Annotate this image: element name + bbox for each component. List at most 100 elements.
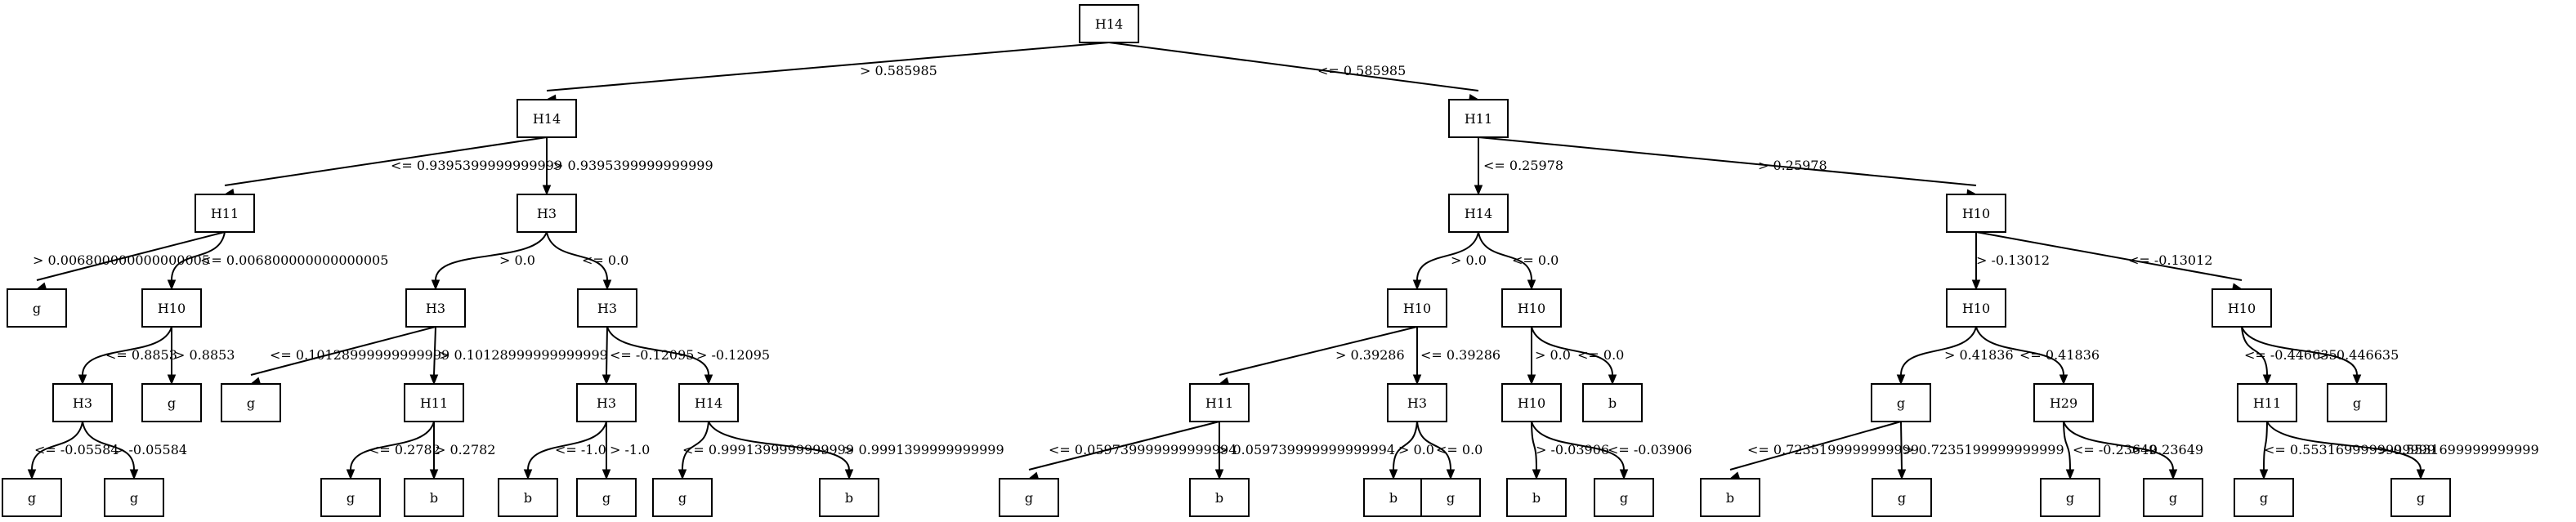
tree-node-box (819, 478, 879, 517)
tree-node: b (1189, 478, 1250, 517)
tree-node-box (517, 194, 577, 233)
tree-node-box (1946, 194, 2006, 233)
tree-node-box (1582, 383, 1643, 422)
arrow-head-icon (167, 279, 177, 291)
tree-edge (1108, 42, 1480, 103)
tree-node: H3 (1387, 383, 1447, 422)
tree-node-box (1387, 383, 1447, 422)
tree-node: H10 (141, 288, 202, 328)
arrow-head-icon (346, 469, 356, 480)
tree-node-label: H11 (211, 206, 239, 221)
edge-line (1478, 136, 1977, 186)
tree-node-label: g (602, 490, 610, 506)
tree-edge (542, 137, 552, 196)
edge-condition-label: > 0.8853 (174, 347, 235, 363)
tree-node: H3 (405, 288, 466, 328)
edge-line (1975, 326, 2064, 376)
tree-node: b (498, 478, 558, 517)
arrow-head-icon (429, 469, 439, 480)
tree-node-box (141, 383, 202, 422)
tree-node-box (577, 288, 637, 328)
tree-node: g (104, 478, 164, 517)
tree-edge (1478, 231, 1536, 291)
edge-line (1531, 326, 1613, 376)
tree-node: b (1700, 478, 1760, 517)
tree-node-box (652, 478, 713, 517)
tree-node-label: b (1532, 490, 1541, 506)
tree-node: g (2234, 478, 2294, 517)
edge-line (1900, 326, 1977, 376)
tree-node-box (1448, 194, 1509, 233)
edge-line (171, 231, 226, 281)
edge-line (1028, 421, 1220, 471)
tree-node-label: H29 (2050, 395, 2077, 411)
tree-node-label: H11 (2253, 395, 2281, 411)
edge-condition-label: <= 0.059739999999999994 (1049, 442, 1237, 457)
arrow-head-icon (1608, 374, 1617, 386)
tree-edge (78, 326, 172, 386)
tree-node-label: g (1897, 395, 1905, 411)
edge-condition-label: > 0.2782 (435, 442, 495, 457)
edge-line (2266, 421, 2422, 471)
tree-node: H10 (1946, 288, 2006, 328)
tree-node-box (1871, 383, 1931, 422)
arrow-head-icon (1532, 469, 1541, 480)
tree-node-box (2143, 478, 2203, 517)
tree-node-label: g (33, 301, 41, 316)
edge-condition-label: > -0.03906 (1536, 442, 1609, 457)
edge-condition-label: <= 0.0 (1436, 442, 1483, 457)
tree-edge (1531, 421, 1629, 480)
arrow-head-icon (167, 374, 177, 386)
tree-node-box (2212, 288, 2272, 328)
tree-node-label: b (1608, 395, 1617, 411)
tree-node: b (404, 478, 464, 517)
edge-condition-label: <= -1.0 (555, 442, 606, 457)
tree-node: H29 (2033, 383, 2094, 422)
edge-line (2241, 326, 2358, 376)
tree-node-label: H10 (2228, 301, 2256, 316)
tree-node-box (576, 383, 637, 422)
arrow-head-icon (429, 374, 439, 386)
arrow-head-icon (2352, 374, 2362, 386)
tree-edge (82, 421, 139, 480)
tree-node: H10 (1946, 194, 2006, 233)
tree-node: H3 (517, 194, 577, 233)
tree-node-label: g (2353, 395, 2361, 411)
edge-line (82, 421, 135, 471)
tree-edge (431, 231, 548, 291)
tree-node: g (320, 478, 381, 517)
tree-edge (1975, 326, 2068, 386)
tree-node-box (678, 383, 739, 422)
tree-node-label: b (845, 490, 853, 506)
tree-node-label: H10 (1518, 301, 1545, 316)
tree-edge (708, 421, 854, 480)
edge-condition-label: <= 0.9395399999999999 (391, 158, 562, 173)
tree-node: H10 (2212, 288, 2272, 328)
edge-line (606, 326, 608, 376)
edge-condition-label: > 0.006800000000000005 (33, 252, 210, 268)
edge-condition-label: <= -0.05584 (34, 442, 119, 457)
tree-edge (602, 422, 611, 480)
tree-edge (2259, 421, 2269, 480)
arrow-head-icon (602, 469, 611, 480)
tree-node-box (1387, 288, 1447, 328)
tree-node: H14 (1079, 4, 1139, 43)
tree-node: g (1594, 478, 1654, 517)
tree-node: g (221, 383, 281, 422)
tree-edge (2063, 421, 2075, 480)
edge-line (1478, 231, 1532, 281)
arrow-head-icon (2168, 469, 2178, 480)
tree-edge (545, 42, 1110, 104)
arrow-head-icon (704, 374, 713, 386)
tree-node: H10 (1501, 383, 1562, 422)
tree-node-box (52, 383, 113, 422)
tree-edge (2241, 326, 2272, 386)
tree-node-label: g (2260, 490, 2268, 506)
tree-node: g (2040, 478, 2100, 517)
tree-node-box (1189, 478, 1250, 517)
arrow-head-icon (1527, 374, 1536, 386)
tree-edge (678, 421, 709, 480)
tree-edge (429, 422, 439, 480)
edge-condition-label: <= 0.2782 (369, 442, 441, 457)
